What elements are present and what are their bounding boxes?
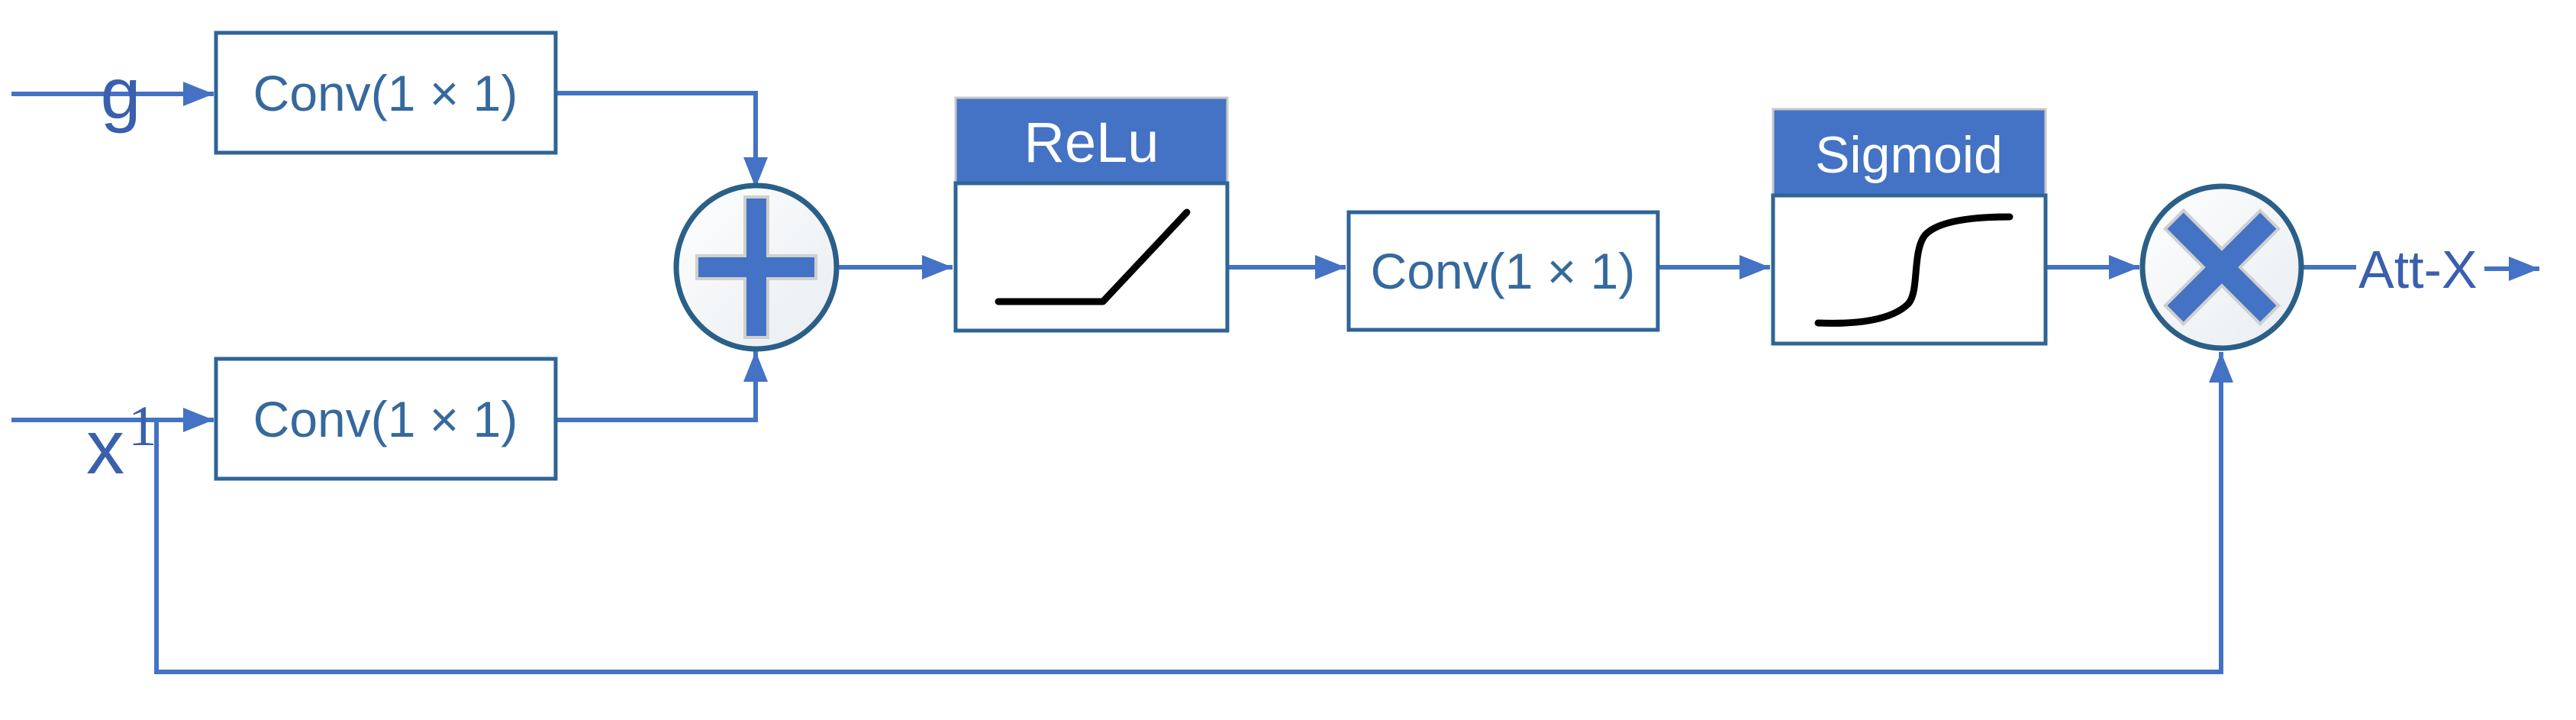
input-x-label: x xyxy=(86,405,124,490)
conv-box-mid: Conv(1 × 1) xyxy=(1346,210,1660,332)
input-x-superscript: 1 xyxy=(128,395,157,458)
times-icon xyxy=(2162,208,2281,327)
add-node xyxy=(673,182,840,352)
conv-box-x: Conv(1 × 1) xyxy=(214,357,558,481)
conv-g-to-add-arrow xyxy=(556,91,768,188)
conv-box-mid-label: Conv(1 × 1) xyxy=(1371,243,1636,299)
skip-connection xyxy=(154,352,2233,674)
conv-x-to-add-arrow xyxy=(556,351,768,422)
output-label: Att-X xyxy=(2358,240,2478,299)
plus-icon xyxy=(695,195,817,339)
sigmoid-title: Sigmoid xyxy=(1815,126,2003,184)
conv-box-g-label: Conv(1 × 1) xyxy=(253,65,518,121)
relu-title: ReLu xyxy=(1024,111,1159,174)
relu-curve-icon xyxy=(995,208,1191,305)
input-g-label: g xyxy=(101,53,141,134)
sigmoid-block: Sigmoid xyxy=(1771,108,2048,346)
relu-block: ReLu xyxy=(953,96,1230,333)
conv-box-x-label: Conv(1 × 1) xyxy=(253,391,518,447)
multiply-node xyxy=(2139,183,2304,351)
sigmoid-curve-icon xyxy=(1814,213,2013,327)
conv-box-g: Conv(1 × 1) xyxy=(214,31,558,155)
